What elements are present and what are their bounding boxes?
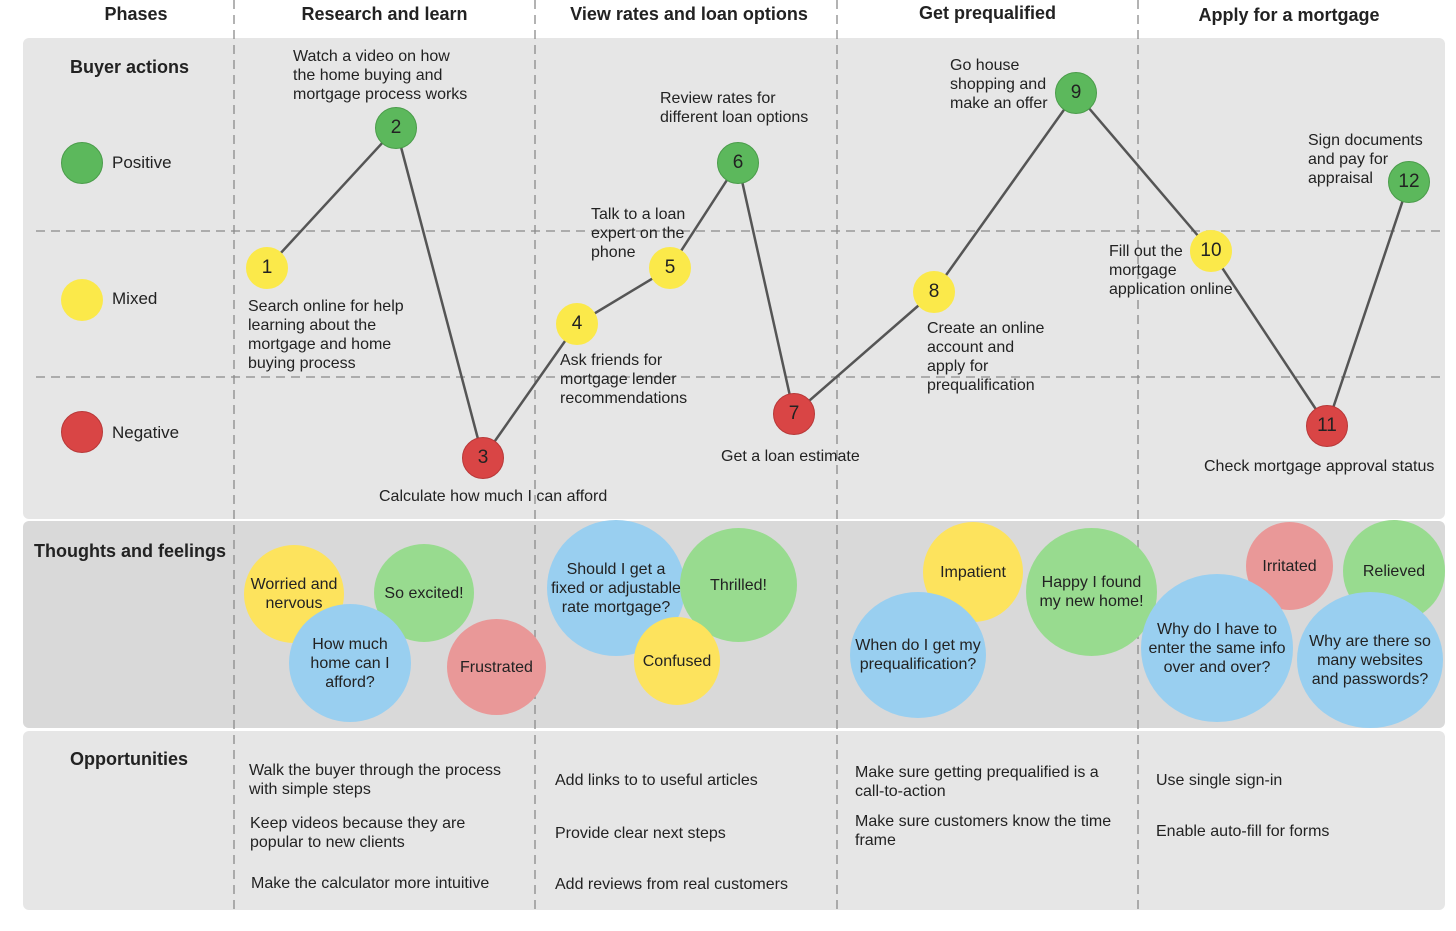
step-10-text: Fill out the mortgage application online	[1109, 243, 1233, 298]
step-8-text: Create an online account and apply for p…	[927, 320, 1045, 394]
header-phases: Phases	[104, 4, 168, 24]
opportunity-item: Add links to to useful articles	[555, 772, 758, 789]
step-number: 6	[732, 152, 744, 173]
legend-positive-label: Positive	[112, 153, 172, 172]
step-number: 11	[1317, 415, 1337, 436]
step-number: 3	[477, 447, 489, 468]
step-2-node: 2	[375, 107, 417, 149]
step-6-text: Review rates for different loan options	[660, 90, 809, 126]
step-number: 4	[571, 313, 583, 334]
feeling-bubble: When do I get my prequalification?	[850, 592, 986, 718]
step-number: 9	[1070, 82, 1082, 103]
legend-mixed-dot	[61, 279, 103, 321]
step-12-node: 12	[1388, 161, 1430, 203]
step-5-text: Talk to a loan expert on the phone	[591, 206, 686, 261]
step-3-text: Calculate how much I can afford	[379, 488, 608, 505]
feeling-bubble: Confused	[634, 617, 720, 705]
header-prequalified: Get prequalified	[918, 3, 1057, 23]
feeling-bubble: Happy I found my new home!	[1026, 528, 1157, 656]
step-5-node: 5	[649, 247, 691, 289]
legend-positive-dot	[61, 142, 103, 184]
step-number: 2	[390, 117, 402, 138]
step-number: 8	[928, 281, 940, 302]
step-4-node: 4	[556, 303, 598, 345]
opportunities-band	[23, 731, 1445, 910]
feeling-bubble: Why do I have to enter the same info ove…	[1141, 574, 1293, 722]
row-label-thoughts: Thoughts and feelings	[34, 541, 226, 561]
header-view-rates: View rates and loan options	[570, 4, 808, 24]
opportunity-item: Add reviews from real customers	[555, 876, 788, 893]
feeling-bubble: Frustrated	[447, 619, 546, 715]
step-6-node: 6	[717, 142, 759, 184]
step-7-node: 7	[773, 393, 815, 435]
opportunity-item: Provide clear next steps	[555, 825, 726, 842]
feeling-bubble: Why are there so many websites and passw…	[1297, 592, 1443, 728]
step-1-node: 1	[246, 247, 288, 289]
step-3-node: 3	[462, 437, 504, 479]
step-9-node: 9	[1055, 72, 1097, 114]
opportunity-item: Walk the buyer through the process with …	[249, 762, 501, 798]
step-7-text: Get a loan estimate	[721, 448, 860, 465]
step-number: 7	[788, 403, 800, 424]
legend-negative-dot	[61, 411, 103, 453]
opportunity-item: Make the calculator more intuitive	[251, 875, 490, 892]
step-number: 10	[1200, 240, 1222, 261]
step-12-text: Sign documents and pay for appraisal	[1308, 132, 1423, 187]
legend-negative-label: Negative	[112, 423, 180, 442]
row-label-opportunities: Opportunities	[70, 749, 188, 769]
row-label-buyer-actions: Buyer actions	[70, 57, 190, 77]
step-number: 12	[1398, 171, 1420, 192]
step-2-text: Watch a video on how the home buying and…	[293, 48, 468, 103]
journey-path	[266, 91, 1411, 460]
step-11-text: Check mortgage approval status	[1204, 458, 1435, 475]
step-9-text: Go house shopping and make an offer	[950, 57, 1048, 112]
header-apply: Apply for a mortgage	[1198, 5, 1380, 25]
feeling-bubble: How much home can I afford?	[289, 604, 411, 722]
opportunity-item: Make sure customers know the time frame	[855, 813, 1112, 849]
opportunity-item: Use single sign-in	[1156, 772, 1283, 789]
step-11-node: 11	[1306, 405, 1348, 447]
step-4-text: Ask friends for mortgage lender recommen…	[560, 352, 688, 407]
feeling-bubble: Should I get a fixed or adjustable rate …	[547, 520, 685, 656]
opportunity-item: Make sure getting prequalified is a call…	[855, 764, 1099, 800]
header-research: Research and learn	[301, 4, 468, 24]
step-1-text: Search online for help learning about th…	[248, 298, 404, 372]
step-8-node: 8	[913, 271, 955, 313]
step-10-node: 10	[1190, 230, 1232, 272]
opportunity-item: Keep videos because they are popular to …	[250, 815, 466, 851]
legend-mixed-label: Mixed	[112, 289, 158, 308]
step-number: 1	[261, 257, 273, 278]
opportunity-item: Enable auto-fill for forms	[1156, 823, 1330, 840]
step-number: 5	[664, 257, 676, 278]
